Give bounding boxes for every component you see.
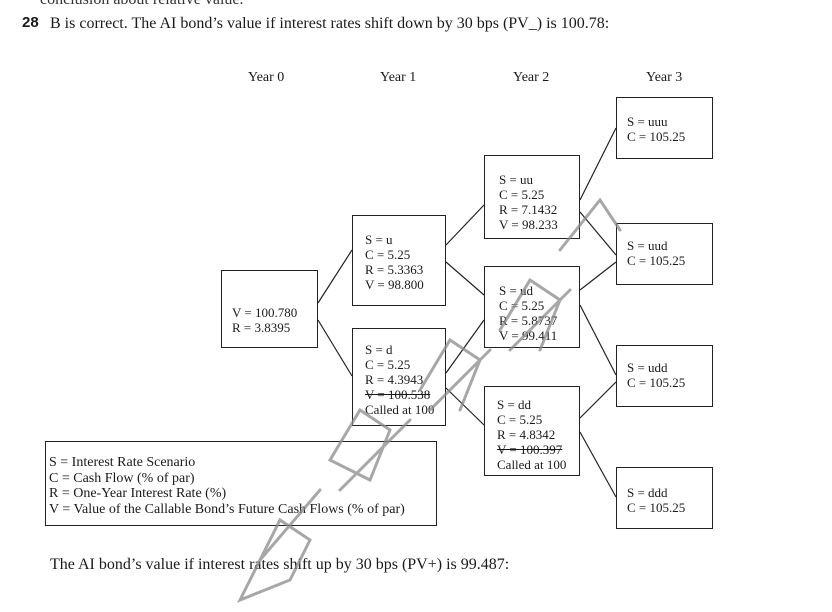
edge-dd-ddd [579, 431, 617, 498]
node-uuu: S = uuu C = 105.25 [616, 97, 713, 159]
node-root: V = 100.780 R = 3.8395 [221, 270, 318, 348]
node-dd-cashflow: C = 5.25 [497, 412, 543, 427]
edge-root-u [317, 249, 353, 304]
edge-uu-uuu [579, 127, 617, 201]
edge-ud-uud [579, 261, 617, 291]
node-ud: S = ud C = 5.25 R = 5.8737 V = 99.411 [484, 266, 580, 348]
year-3-label: Year 3 [646, 70, 683, 85]
node-udd-scenario: S = udd [627, 360, 668, 375]
node-uu: S = uu C = 5.25 R = 7.1432 V = 98.233 [484, 155, 580, 239]
node-ddd: S = ddd C = 105.25 [616, 467, 713, 529]
node-udd: S = udd C = 105.25 [616, 345, 713, 407]
node-dd-called: Called at 100 [497, 457, 567, 472]
node-ud-value: V = 99.411 [499, 328, 558, 343]
node-uu-value: V = 98.233 [499, 217, 558, 232]
edge-u-ud [445, 261, 485, 296]
node-udd-cashflow: C = 105.25 [627, 375, 686, 390]
node-uu-scenario: S = uu [499, 172, 534, 187]
node-uud: S = uud C = 105.25 [616, 223, 713, 285]
node-uuu-scenario: S = uuu [627, 114, 668, 129]
year-1-label: Year 1 [380, 70, 417, 85]
node-dd: S = dd C = 5.25 R = 4.8342 V = 100.397 C… [484, 386, 580, 476]
legend-cashflow: C = Cash Flow (% of par) [49, 470, 195, 486]
node-u-rate: R = 5.3363 [365, 262, 424, 277]
legend-box: S = Interest Rate Scenario C = Cash Flow… [45, 441, 437, 526]
edge-dd-udd [579, 381, 617, 419]
node-uud-scenario: S = uud [627, 238, 668, 253]
node-u: S = u C = 5.25 R = 5.3363 V = 98.800 [352, 215, 446, 306]
question-number: 28 [22, 14, 39, 31]
edge-u-uu [445, 204, 485, 246]
node-u-scenario: S = u [365, 232, 393, 247]
legend-scenario: S = Interest Rate Scenario [49, 455, 196, 470]
node-u-cashflow: C = 5.25 [365, 247, 411, 262]
node-dd-value: V = 100.397 [497, 442, 563, 457]
node-uu-cashflow: C = 5.25 [499, 187, 545, 202]
node-ud-scenario: S = ud [499, 283, 534, 298]
node-d-cashflow: C = 5.25 [365, 357, 411, 372]
legend-value: V = Value of the Callable Bond’s Future … [49, 501, 405, 517]
node-dd-scenario: S = dd [497, 397, 532, 412]
edge-uu-uud [579, 211, 617, 256]
node-d-scenario: S = d [365, 342, 393, 357]
node-d-called: Called at 100 [365, 402, 435, 417]
legend-rate: R = One-Year Interest Rate (%) [49, 486, 227, 501]
node-d: S = d C = 5.25 R = 4.3943 V = 100.538 Ca… [352, 328, 446, 426]
outro-paragraph: The AI bond’s value if interest rates sh… [50, 556, 510, 573]
node-uud-cashflow: C = 105.25 [627, 253, 686, 268]
node-d-value: V = 100.538 [365, 387, 431, 402]
cut-off-previous-text: conclusion about relative value. [40, 0, 243, 9]
node-ud-rate: R = 5.8737 [499, 313, 558, 328]
node-d-rate: R = 4.3943 [365, 372, 424, 387]
node-root-rate: R = 3.8395 [232, 320, 291, 335]
year-2-label: Year 2 [513, 70, 550, 85]
edge-d-ud [445, 319, 485, 374]
edge-root-d [317, 319, 353, 377]
node-uu-rate: R = 7.1432 [499, 202, 558, 217]
node-root-value: V = 100.780 [232, 305, 298, 320]
year-0-label: Year 0 [248, 70, 285, 85]
node-ud-cashflow: C = 5.25 [499, 298, 545, 313]
node-uuu-cashflow: C = 105.25 [627, 129, 686, 144]
node-ddd-cashflow: C = 105.25 [627, 500, 686, 515]
intro-paragraph: B is correct. The AI bond’s value if int… [50, 15, 610, 32]
edge-ud-udd [579, 304, 617, 376]
node-u-value: V = 98.800 [365, 277, 424, 292]
edge-d-dd [445, 387, 485, 426]
node-dd-rate: R = 4.8342 [497, 427, 556, 442]
node-ddd-scenario: S = ddd [627, 485, 668, 500]
